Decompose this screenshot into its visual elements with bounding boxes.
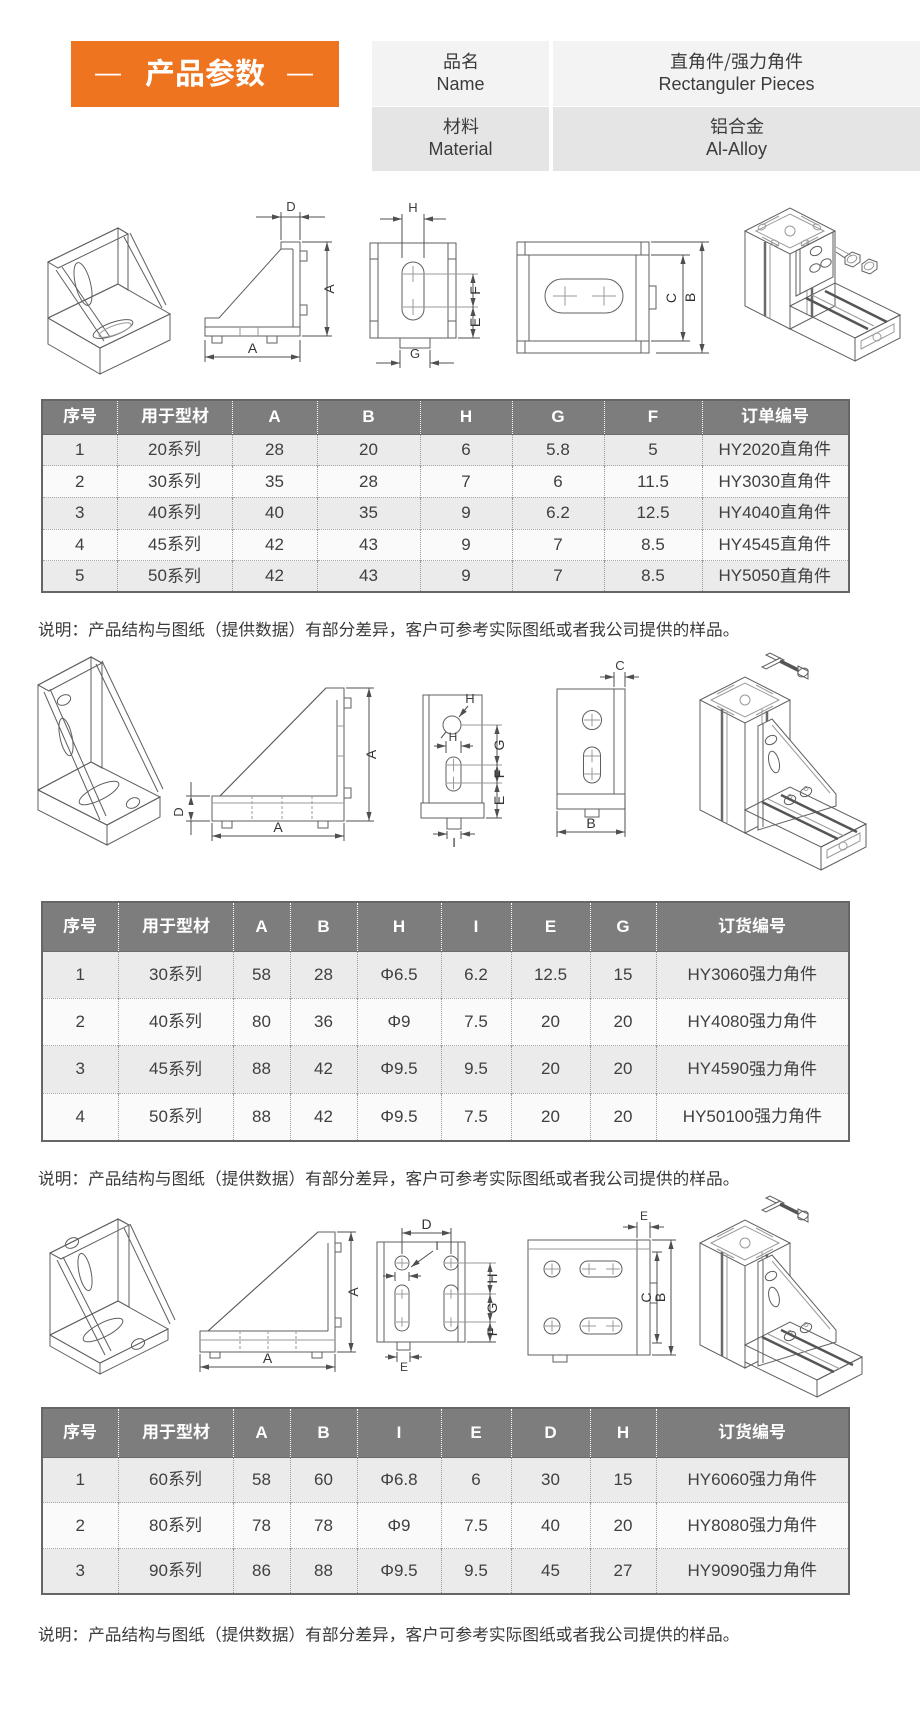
svg-text:E: E [640, 1209, 648, 1223]
svg-text:D: D [421, 1216, 431, 1232]
svg-text:D: D [171, 807, 186, 816]
svg-text:B: B [652, 1293, 668, 1302]
svg-text:A: A [273, 819, 283, 835]
svg-text:G: G [491, 740, 507, 751]
svg-text:B: B [586, 815, 595, 831]
svg-text:I: I [435, 1239, 438, 1253]
svg-text:C: C [663, 293, 679, 303]
svg-text:G: G [410, 346, 420, 361]
svg-text:H: H [465, 691, 474, 706]
svg-text:E: E [467, 318, 483, 327]
svg-text:E: E [491, 796, 507, 805]
svg-text:B: B [682, 293, 698, 302]
svg-text:A: A [345, 1287, 361, 1297]
svg-text:A: A [321, 284, 337, 294]
svg-text:C: C [615, 658, 624, 673]
svg-text:H: H [484, 1273, 500, 1283]
svg-text:F: F [484, 1328, 500, 1337]
svg-text:C: C [638, 1292, 654, 1302]
svg-text:F: F [467, 286, 483, 295]
svg-text:A: A [248, 340, 258, 356]
svg-text:E: E [400, 1360, 408, 1374]
svg-text:I: I [452, 835, 456, 850]
svg-text:G: G [484, 1303, 500, 1314]
svg-text:D: D [286, 199, 295, 214]
svg-text:A: A [263, 1350, 273, 1366]
svg-text:H: H [408, 200, 417, 215]
svg-text:A: A [363, 749, 379, 759]
svg-text:F: F [491, 770, 507, 779]
svg-text:H: H [449, 730, 458, 744]
